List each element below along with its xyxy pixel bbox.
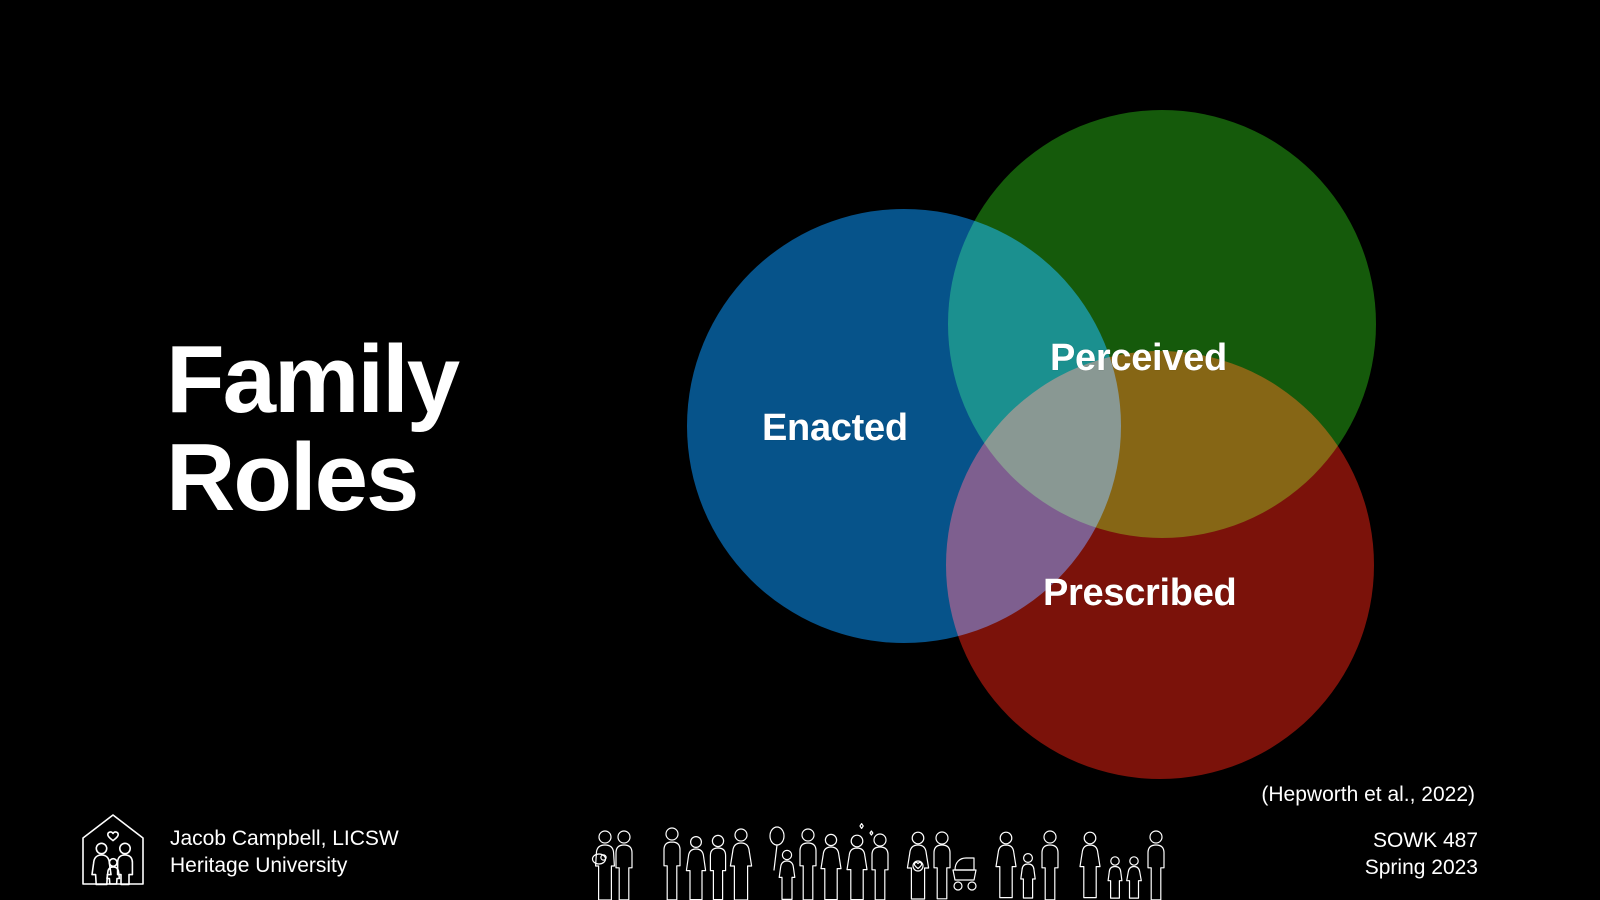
venn-label-perceived: Perceived [1050, 337, 1227, 379]
venn-circle-prescribed [946, 351, 1374, 779]
title-line-2: Roles [166, 423, 419, 531]
presenter-institution: Heritage University [170, 854, 348, 878]
venn-label-prescribed: Prescribed [1043, 572, 1237, 614]
footer-right: SOWK 487 Spring 2023 [1365, 828, 1478, 882]
course-term: Spring 2023 [1364, 856, 1478, 880]
venn-label-enacted: Enacted [762, 407, 908, 449]
family-figures-illustration [591, 823, 1165, 900]
family-in-house-logo-icon [82, 814, 144, 886]
presenter-name: Jacob Campbell, LICSW [170, 827, 399, 851]
page-title: Family Roles [166, 331, 636, 527]
title-line-1: Family [166, 326, 460, 433]
venn-diagram: Enacted Perceived Prescribed [640, 80, 1420, 810]
footer-left: Jacob Campbell, LICSW Heritage Universit… [80, 812, 399, 886]
presenter-block: Jacob Campbell, LICSW Heritage Universit… [170, 826, 399, 886]
venn-circles-svg [687, 110, 1376, 779]
citation-text: (Hepworth et al., 2022) [1261, 783, 1475, 806]
course-code: SOWK 487 [1372, 829, 1478, 853]
